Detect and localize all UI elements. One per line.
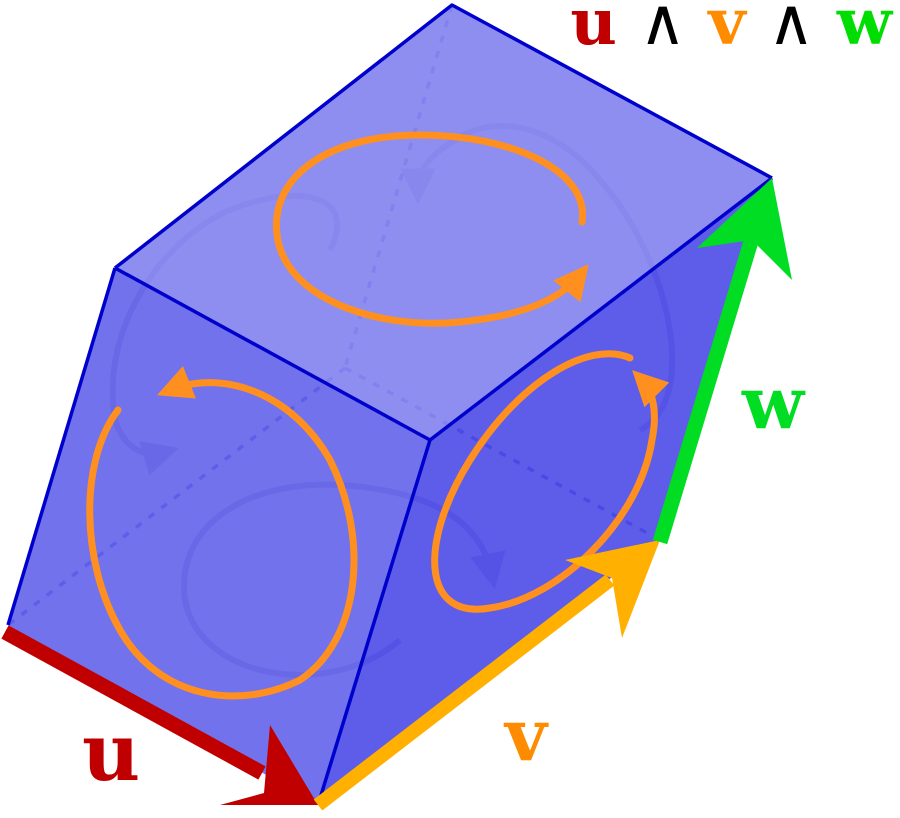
vector-u-arrow <box>1 625 318 805</box>
visible-edges <box>6 3 774 806</box>
label-w: w <box>741 360 806 445</box>
right-face <box>318 178 772 805</box>
title-wedge-2: ∧ <box>768 0 815 60</box>
circulations <box>86 131 670 700</box>
label-v: v <box>503 692 549 777</box>
vector-w-arrow <box>652 178 792 545</box>
label-u: u <box>82 705 140 799</box>
title-wedge-1: ∧ <box>639 0 686 60</box>
top-face <box>115 5 772 440</box>
title: u ∧ v ∧ w <box>570 0 894 60</box>
vector-v-arrow <box>313 540 660 811</box>
title-w: w <box>836 0 894 60</box>
front-face <box>8 268 430 805</box>
title-v: v <box>706 0 747 60</box>
title-u: u <box>570 0 617 60</box>
circulation-right <box>431 350 670 613</box>
circulation-front <box>86 365 358 700</box>
circulation-top <box>272 131 589 327</box>
